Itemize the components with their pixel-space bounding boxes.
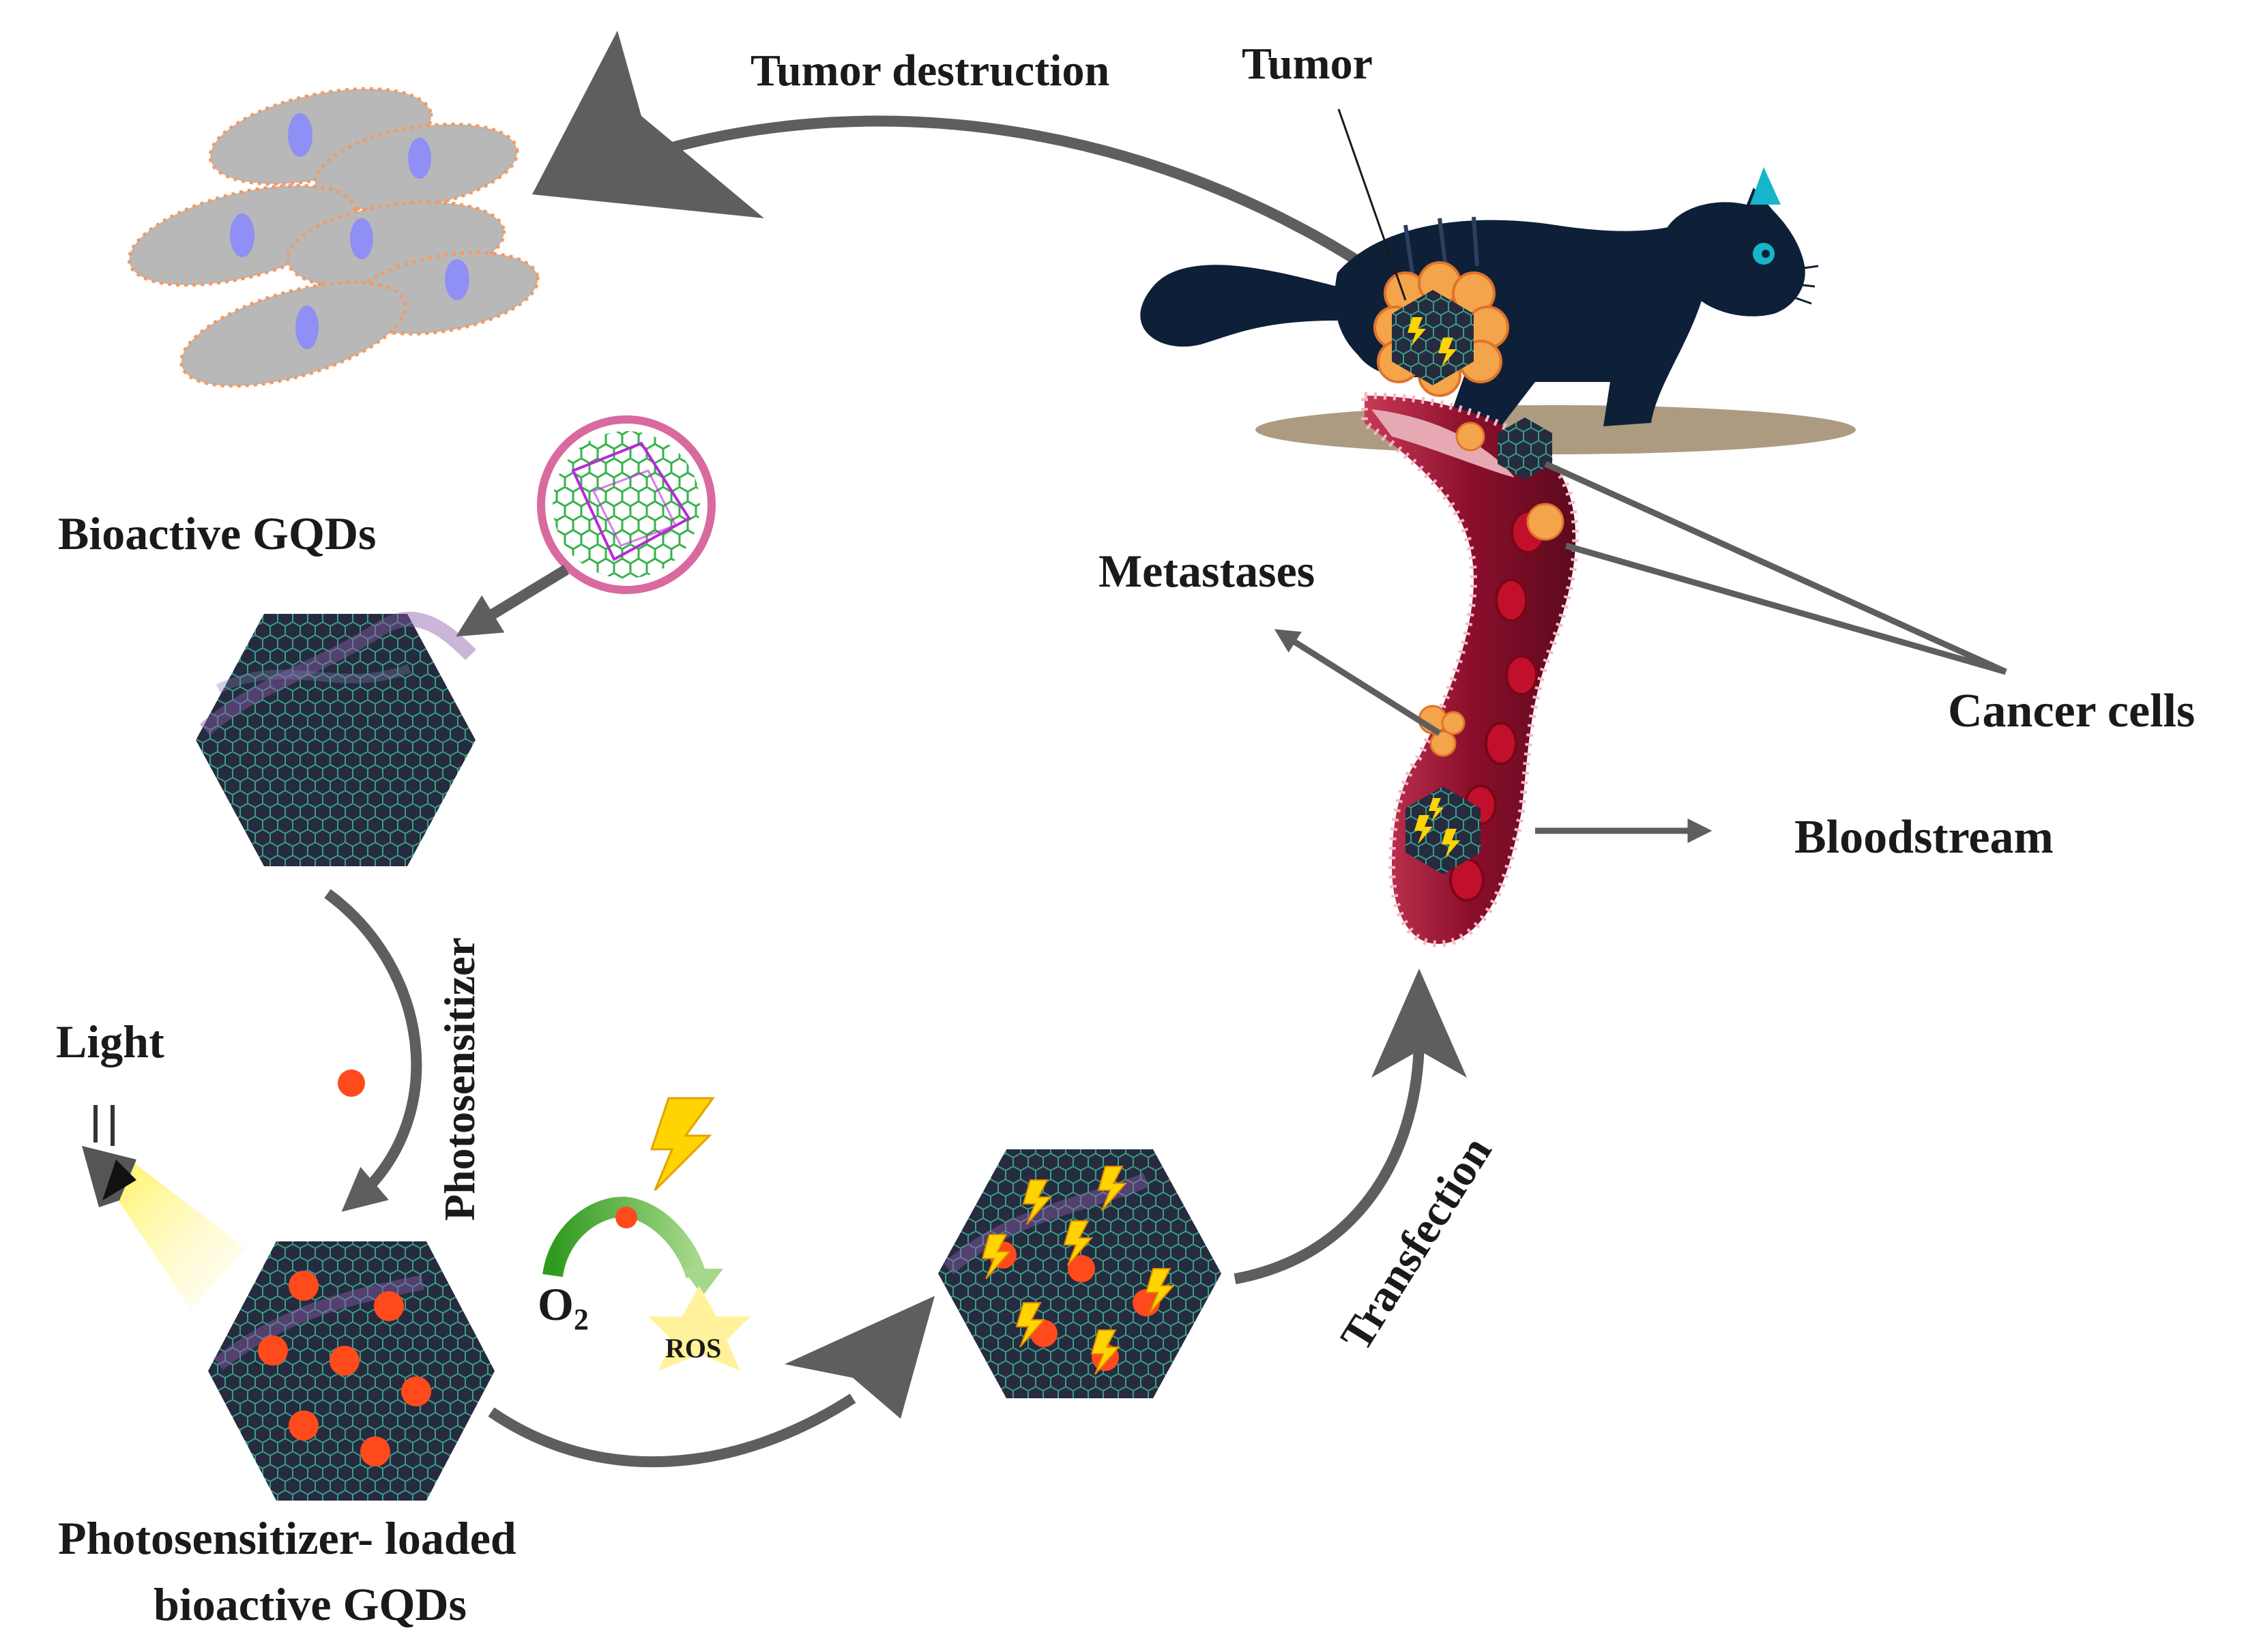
cat-ear	[1750, 167, 1781, 205]
bioactive-gqd-hexagon	[196, 611, 476, 866]
tumor-mass	[1373, 261, 1509, 397]
label-loaded-gqds-line1: Photosensitizer- loaded	[58, 1512, 516, 1564]
cat-head	[1665, 188, 1805, 316]
vessel-gqd-bolts	[1414, 798, 1460, 858]
tumor-cell	[179, 280, 407, 388]
blood-vessel	[1361, 392, 1579, 947]
label-bloodstream: Bloodstream	[1794, 811, 2054, 864]
vessel-gqd-small	[1498, 417, 1552, 480]
transfection-arrowhead	[1371, 969, 1467, 1078]
photosensitizer-arrow	[324, 889, 422, 1212]
label-ros: ROS	[665, 1333, 721, 1363]
activated-gqd-hexagon	[938, 1149, 1221, 1398]
cat-whiskers	[1781, 265, 1819, 305]
vessel-gqd-bottom	[1405, 786, 1481, 874]
tumor-destruction-arrow	[598, 115, 1433, 315]
tumor-cell-nuclei	[230, 113, 469, 349]
activation-arrow	[488, 1393, 856, 1468]
transfection-arrow	[1234, 1036, 1425, 1284]
label-photosensitizer: Photosensitizer	[435, 937, 484, 1221]
label-transfection: Transfection	[1331, 1128, 1502, 1359]
vessel-inner-wall	[1371, 409, 1515, 477]
tumor-gqd	[1392, 290, 1474, 385]
label-tumor-destruction: Tumor destruction	[750, 46, 1109, 95]
label-metastases: Metastases	[1098, 545, 1315, 597]
activation-arrowhead	[785, 1296, 935, 1419]
loaded-photosensitizer-dots	[258, 1271, 431, 1466]
metastases-arrow	[1274, 629, 1442, 736]
label-tumor: Tumor	[1242, 39, 1373, 89]
circulating-cancer-cells	[1418, 422, 1564, 757]
destroyed-tumor-cells	[127, 87, 540, 388]
label-cancer-cells: Cancer cells	[1948, 685, 2195, 737]
tumor-destruction-arrowhead	[532, 31, 764, 218]
photosensitizer-dot	[338, 1070, 365, 1097]
label-bioactive-gqds: Bioactive GQDs	[58, 507, 377, 559]
label-light: Light	[56, 1016, 164, 1067]
activated-lightning-icons	[981, 1166, 1176, 1375]
zoom-to-gqd-arrow	[456, 565, 570, 637]
cancer-cells-callout-lines	[1544, 460, 2007, 675]
reaction-photosensitizer	[615, 1207, 637, 1228]
light-beam	[109, 1160, 246, 1310]
label-loaded-gqds-line2: bioactive GQDs	[154, 1578, 467, 1630]
reaction-lightning-icon	[650, 1097, 715, 1192]
cat-tail	[1140, 265, 1337, 347]
photosensitizer-loaded-gqd-hexagon	[208, 1241, 495, 1501]
light-source	[82, 1105, 246, 1310]
ros-star	[648, 1286, 750, 1371]
gqd-structure-zoom	[537, 415, 716, 594]
cat-shadow	[1255, 405, 1856, 454]
light-lamp	[82, 1146, 136, 1207]
label-o2: O2	[538, 1278, 589, 1336]
singlet-oxygen-reaction	[542, 1097, 750, 1371]
tumor-callout-line	[1337, 108, 1407, 301]
